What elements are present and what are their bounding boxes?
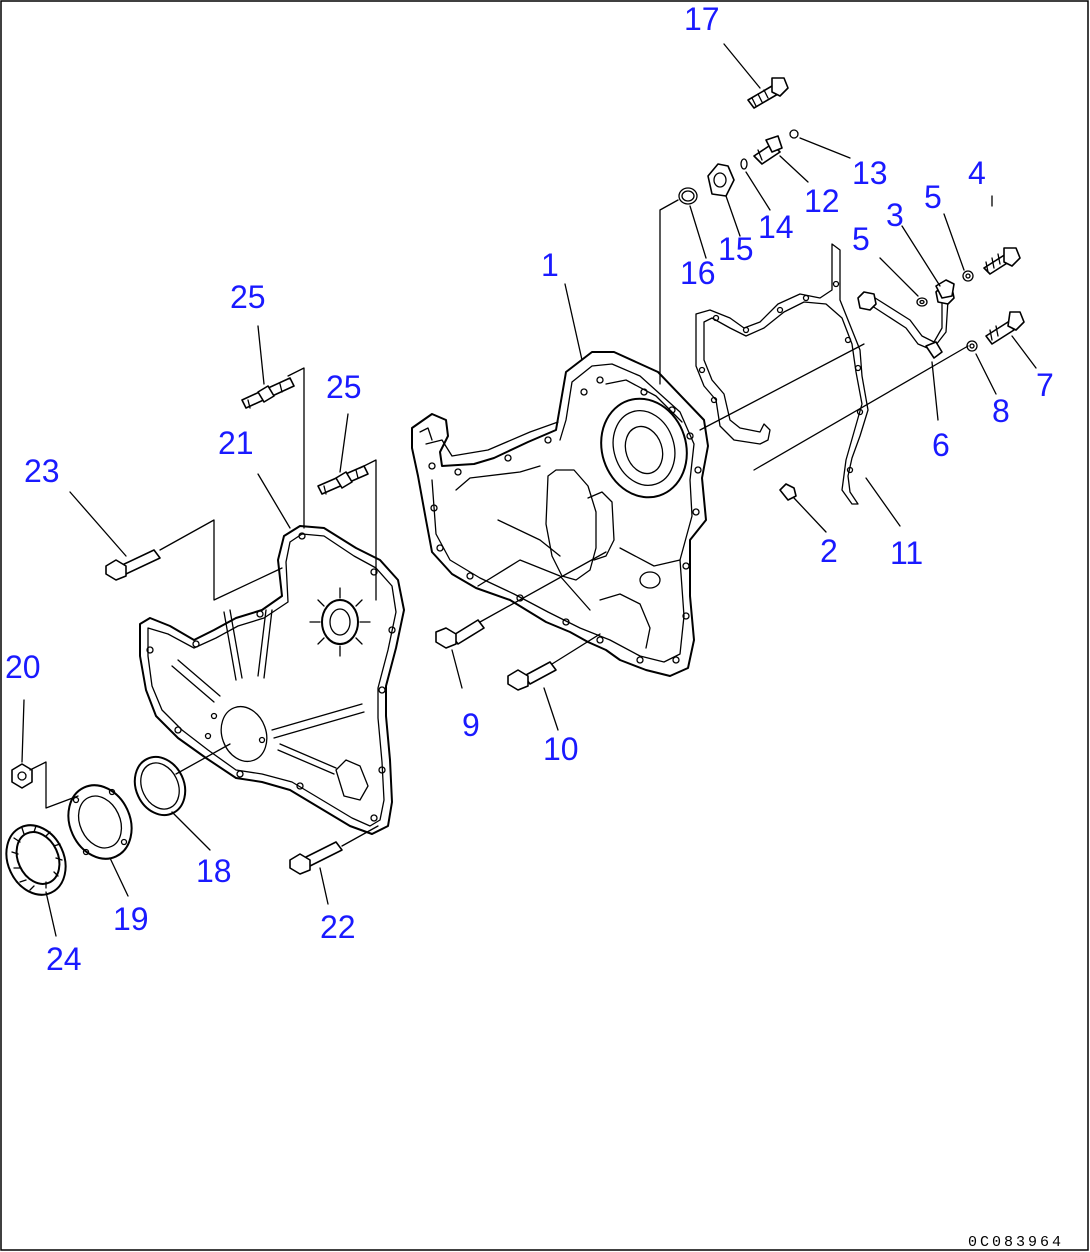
part-oring-14[interactable] [740, 158, 748, 170]
part-seal-18[interactable] [126, 749, 195, 824]
part-oil-seal-24[interactable] [0, 816, 77, 905]
callout-25a: 25 [230, 279, 266, 315]
callout-3: 3 [886, 197, 904, 233]
part-pipe[interactable] [857, 285, 955, 359]
leader-lines [21, 43, 1037, 937]
callout-17: 17 [684, 1, 720, 37]
callout-labels: 1 2 3 4 5 5 6 7 8 9 10 11 12 13 14 15 16… [5, 1, 1054, 977]
part-bolt-17[interactable] [747, 77, 789, 109]
callout-15: 15 [718, 231, 754, 267]
part-front-cover[interactable] [139, 525, 405, 835]
callout-18: 18 [196, 853, 232, 889]
callout-12: 12 [804, 183, 840, 219]
callout-7: 7 [1036, 367, 1054, 403]
part-washer-5b[interactable] [962, 270, 974, 282]
part-retainer-19[interactable] [57, 775, 143, 869]
part-bolt-23[interactable] [105, 549, 161, 581]
part-gear-case[interactable] [411, 351, 709, 677]
part-oring-16[interactable] [678, 187, 698, 205]
callout-5b: 5 [924, 179, 942, 215]
callout-14: 14 [758, 209, 794, 245]
callout-13: 13 [852, 155, 888, 191]
callout-2: 2 [820, 533, 838, 569]
part-fitting-3[interactable] [935, 279, 955, 299]
part-bolt-22[interactable] [289, 841, 343, 875]
callout-25b: 25 [326, 369, 362, 405]
callout-9: 9 [462, 707, 480, 743]
part-sensor-12[interactable] [753, 135, 783, 165]
callout-23: 23 [24, 453, 60, 489]
part-bolt-9[interactable] [435, 619, 485, 649]
part-stud-25a[interactable] [241, 377, 295, 409]
callout-24: 24 [46, 941, 82, 977]
callout-1: 1 [541, 247, 559, 283]
part-gasket[interactable] [695, 243, 869, 505]
part-bolt-10[interactable] [507, 661, 557, 691]
part-bolt-7[interactable] [985, 311, 1025, 345]
callout-20: 20 [5, 649, 41, 685]
part-plug-2[interactable] [779, 483, 797, 501]
drawing-code: 0C083964 [968, 1234, 1064, 1251]
part-nut-20[interactable] [11, 763, 33, 789]
part-oring-13[interactable] [789, 129, 799, 139]
callout-10: 10 [543, 731, 579, 767]
part-bracket-15[interactable] [707, 163, 735, 197]
callout-19: 19 [113, 901, 149, 937]
callout-6: 6 [932, 427, 950, 463]
callout-21: 21 [218, 425, 254, 461]
callout-5a: 5 [852, 221, 870, 257]
callout-16: 16 [680, 255, 716, 291]
part-bolt-4[interactable] [983, 247, 1021, 275]
callout-11: 11 [890, 535, 923, 571]
callout-8: 8 [992, 393, 1010, 429]
part-stud-25b[interactable] [317, 465, 369, 495]
callout-22: 22 [320, 909, 356, 945]
callout-4: 4 [968, 155, 986, 191]
part-washer-5a[interactable] [916, 297, 928, 307]
